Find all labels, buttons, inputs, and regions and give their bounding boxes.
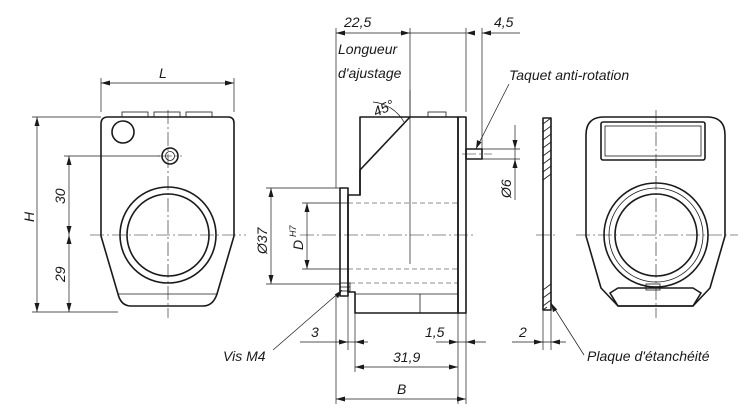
angle-45-label: 45°	[371, 96, 397, 120]
side-view-chamfer	[359, 116, 411, 196]
dim-L-label: L	[159, 65, 167, 81]
seal-plate-view: 2 Plaque d'étanchéité	[512, 117, 710, 364]
front-view: L H 30 29	[21, 65, 246, 318]
dim-3-label: 3	[311, 324, 319, 340]
rear-view	[576, 110, 738, 318]
side-view-body-outline	[347, 116, 459, 314]
dim-2-label: 2	[518, 324, 527, 340]
rear-view-pin	[645, 283, 661, 291]
side-view-rear-plate	[457, 116, 467, 314]
side-view: 22,5 Longueur d'ajustage 4,5 Taquet anti…	[223, 14, 629, 404]
dim-29-label: 29	[52, 266, 68, 283]
dim-H-label: H	[21, 211, 37, 222]
screw-m4-leader	[272, 289, 343, 351]
angle-45-arc	[372, 101, 405, 123]
dim-30-label: 30	[52, 188, 68, 204]
dim-bore-D-label: D	[290, 240, 306, 250]
side-view-top-tab	[427, 111, 447, 118]
dim-B-label: B	[397, 381, 406, 397]
front-view-body-outline	[100, 116, 235, 307]
dim-dia-6-label: Ø6	[498, 179, 514, 199]
adjust-length-label-2: d'ajustage	[338, 65, 402, 81]
front-view-window-hole	[111, 120, 135, 144]
adjust-length-label-1: Longueur	[338, 41, 399, 57]
front-view-top-tab-1	[121, 111, 149, 118]
dim-dia-37-label: Ø37	[254, 226, 270, 255]
seal-plate-hatching	[542, 117, 552, 311]
seal-plate-outline	[542, 117, 552, 311]
side-view-flange	[339, 187, 349, 297]
front-view-top-tab-3	[185, 111, 213, 118]
rear-view-body-outline	[585, 116, 726, 307]
dim-1-5-label: 1,5	[425, 324, 445, 340]
dim-31-9-label: 31,9	[393, 349, 420, 365]
dim-22-5-label: 22,5	[343, 14, 371, 30]
screw-m4-label: Vis M4	[223, 348, 266, 364]
seal-plate-label: Plaque d'étanchéité	[587, 348, 710, 364]
front-view-top-tab-2	[153, 111, 181, 118]
dim-4-5-label: 4,5	[494, 14, 514, 30]
anti-rotation-label: Taquet anti-rotation	[509, 67, 629, 83]
rear-view-bottom-lip	[609, 287, 702, 307]
rear-view-display-window	[604, 125, 702, 157]
seal-plate-leader	[550, 302, 585, 356]
dim-bore-tol-label: H7	[288, 225, 298, 237]
anti-rotation-leader	[475, 83, 510, 150]
rear-view-display-frame	[600, 121, 706, 161]
